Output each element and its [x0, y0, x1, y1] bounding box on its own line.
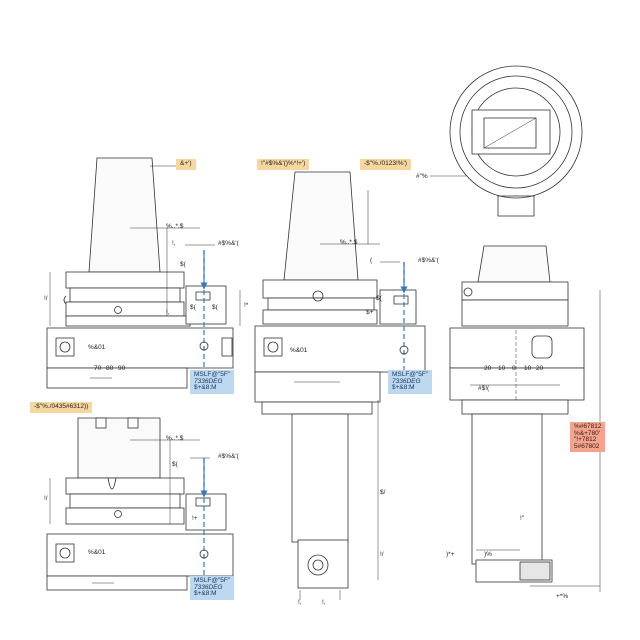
dim-s5: $(	[172, 461, 178, 468]
screw-head	[114, 306, 122, 314]
dim-bottom-r1: )*+	[446, 551, 455, 558]
marker-left-2: %&01	[88, 549, 106, 556]
dim-slash-1: !/	[44, 295, 48, 302]
callout-middle-left: -$"%./0435#6312))	[30, 402, 93, 413]
middle-left-holder-view	[46, 417, 234, 591]
dim-t1: !,	[172, 240, 176, 247]
scale-80: 80	[106, 365, 114, 372]
scale-right-20b: 20	[536, 365, 544, 372]
blue-box-2-line-3: $+&8:M	[392, 384, 415, 391]
taper-cone	[88, 157, 161, 273]
dim-slash-4: !/	[380, 551, 384, 558]
dim-pct-3: %..*.$	[166, 435, 184, 442]
red-box-line-3: "!+7812	[574, 436, 597, 443]
dim-bottom-r4: !"	[520, 515, 525, 522]
dim-hash-3: #$%&'(	[218, 453, 239, 460]
dim-bottom-2: !,	[322, 599, 326, 606]
dim-hash-1: #$%&'(	[218, 240, 239, 247]
dim-t2: !,	[166, 309, 170, 316]
scale-right-10b: 10	[524, 365, 532, 372]
blue-info-box-1: MSLF@"5F" 7336DEG $+&8:M	[190, 370, 235, 394]
blue-box-3-line-1: MSLF@"5F"	[194, 577, 231, 584]
callout-top-right: -$"%./0123!%')	[360, 159, 411, 170]
dim-splus: $+	[366, 309, 374, 316]
blue-box-1-line-2: 7336DEG	[194, 377, 223, 385]
dim-bottom-r3: +*%	[556, 593, 569, 600]
scale-right-0: 0	[512, 365, 516, 372]
marker-left-1: %&01	[88, 344, 106, 351]
dim-s2: $(	[190, 304, 196, 311]
top-right-holder-view	[449, 245, 601, 592]
dim-s3: $(	[212, 304, 218, 311]
blue-info-box-3: MSLF@"5F" 7336DEG $+&8:M	[190, 576, 235, 600]
dim-right-width: #$!(	[478, 385, 490, 392]
blue-box-1-line-1: MSLF@"5F"	[194, 371, 231, 378]
red-box-line-2: %&+780'	[574, 429, 600, 437]
dim-bottom-r2: )%	[484, 551, 492, 558]
scale-70: 70	[94, 365, 102, 372]
scale-right-20a: 20	[484, 365, 492, 372]
top-left-holder-view	[46, 157, 241, 389]
blue-info-box-2: MSLF@"5F" 7336DEG $+&8:M	[388, 370, 433, 394]
red-box-line-4: 5#67802	[574, 442, 600, 450]
dim-pct-1: %..*.$	[166, 223, 184, 230]
dim-hash-2: #$%&'(	[418, 257, 439, 264]
top-right-round-detail	[430, 65, 583, 217]
bore-1	[199, 341, 209, 351]
callout-top-middle: !"#$%&'()%*!+')	[257, 159, 310, 170]
dim-s4: $(	[376, 295, 382, 302]
callout-top-left: &+')	[176, 159, 196, 170]
taper-cone	[283, 171, 359, 281]
dim-pct-2: %..*.$	[340, 239, 358, 246]
blue-box-2-line-1: MSLF@"5F"	[392, 371, 429, 378]
shaft	[291, 413, 349, 543]
detail-label: #"%	[416, 173, 428, 180]
dim-bottom-1: !,	[298, 599, 302, 606]
top-middle-holder-view	[254, 171, 426, 600]
bore-2	[399, 345, 409, 355]
base-block	[46, 327, 234, 369]
dim-lparen: (	[370, 257, 373, 264]
flange	[65, 271, 185, 289]
dim-slash-2: !/	[44, 495, 48, 502]
bore-3	[199, 549, 209, 559]
dim-one-plus: !+	[192, 515, 198, 522]
scale-90: 90	[118, 365, 126, 372]
blue-box-3-line-2: 7336DEG	[194, 583, 223, 591]
dim-slash-5: !*	[244, 302, 249, 309]
blue-box-2-line-2: 7336DEG	[392, 377, 421, 385]
blue-box-1-line-3: $+&8:M	[194, 384, 217, 391]
scale-right-10a: 10	[498, 365, 506, 372]
nut	[307, 554, 329, 576]
red-info-box: %#67812 %&+780' "!+7812 5#67802	[570, 422, 606, 452]
dim-s1: $(	[180, 261, 186, 268]
dim-slash-3: $/	[380, 489, 386, 496]
blue-box-3-line-3: $+&8:M	[194, 590, 217, 597]
marker-mid: %&01	[290, 347, 308, 354]
red-box-line-1: %#67812	[574, 423, 602, 430]
